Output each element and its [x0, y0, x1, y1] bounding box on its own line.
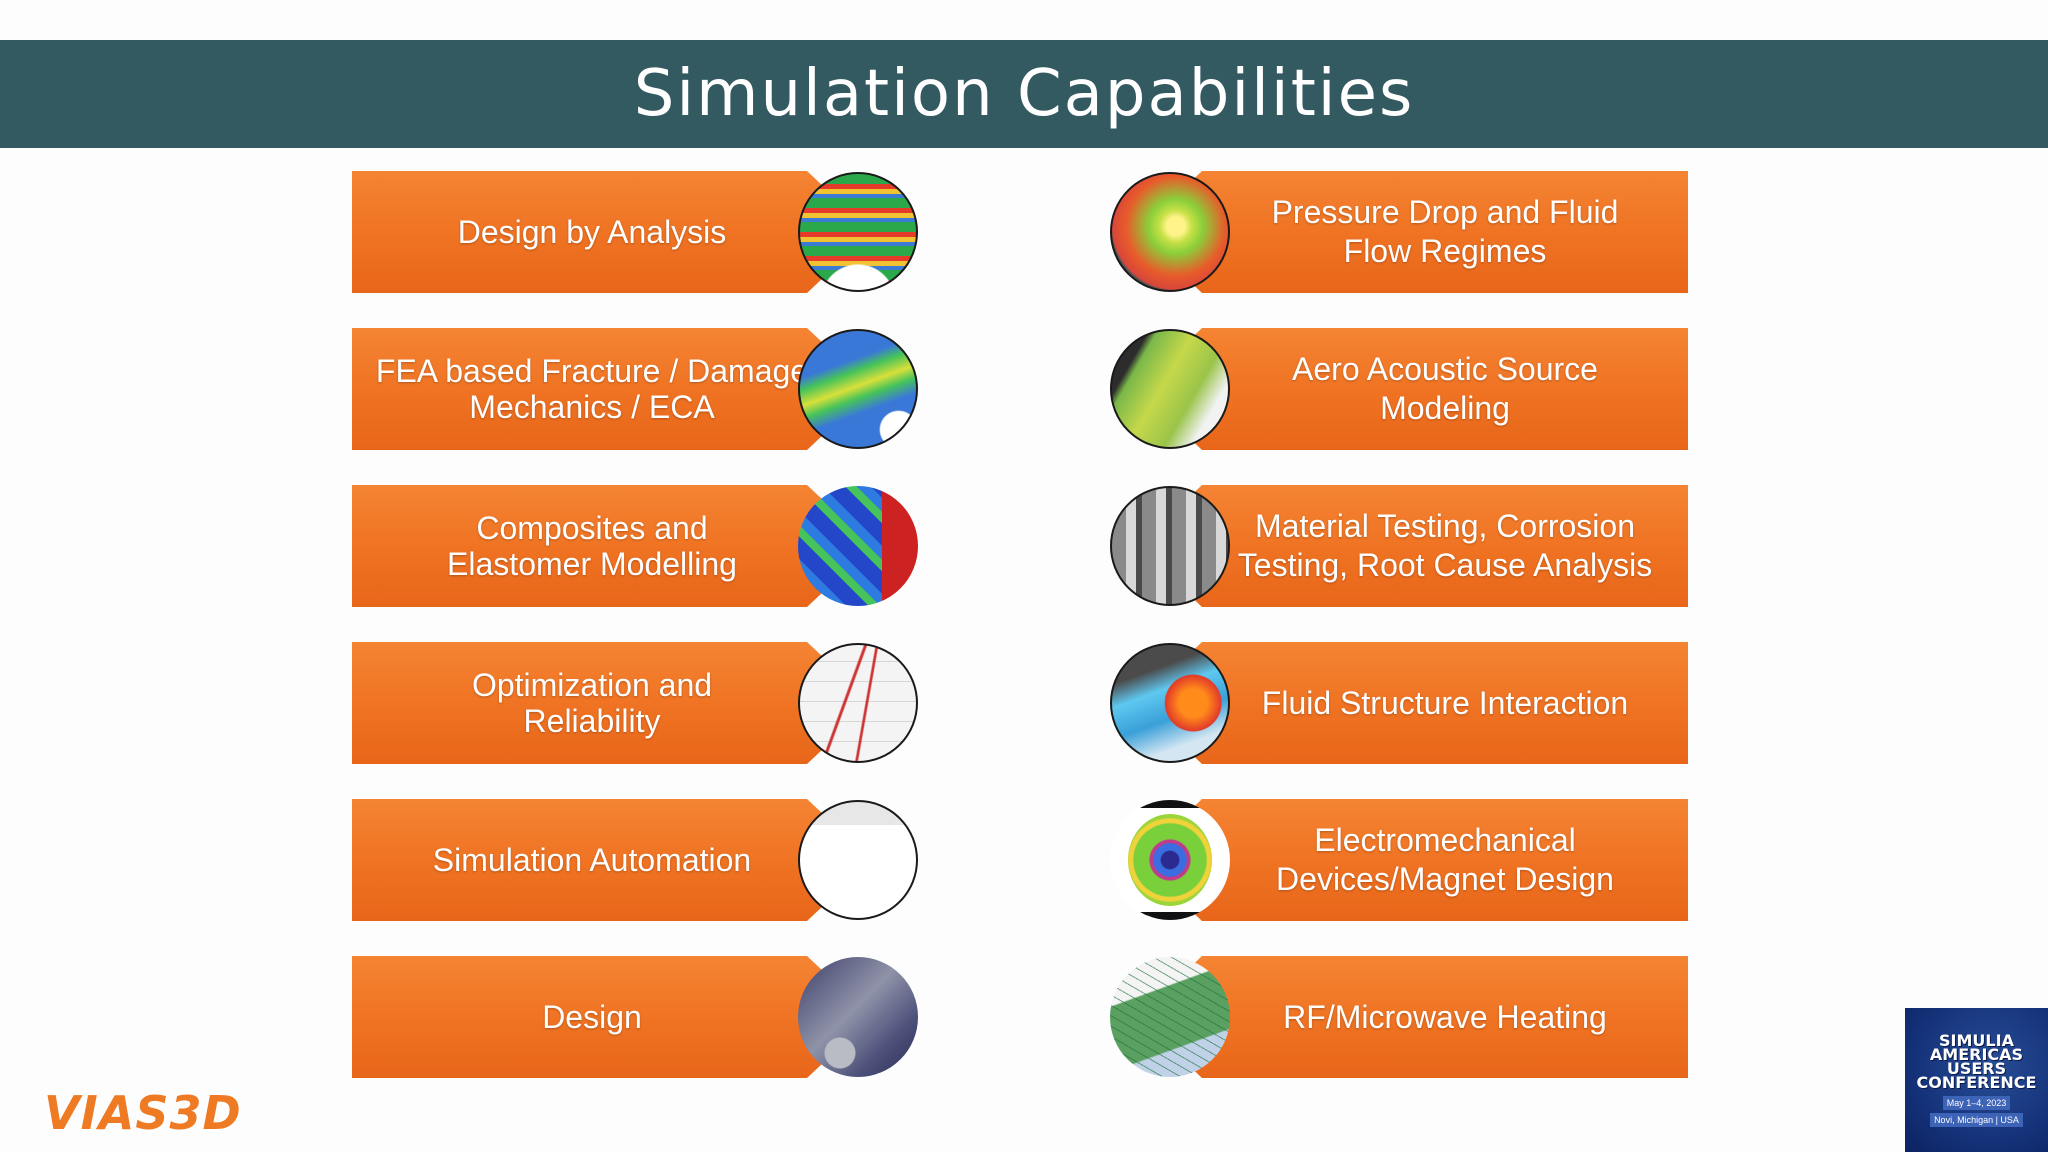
cfd-impeller-image — [1110, 172, 1230, 292]
title-bar: Simulation Capabilities — [0, 40, 2048, 148]
capability-card-automation: Simulation Automation — [352, 799, 930, 921]
capability-label: Electromechanical Devices/Magnet Design — [1276, 822, 1614, 897]
capability-label: Optimization and Reliability — [471, 667, 713, 739]
automation-gui-image — [798, 800, 918, 920]
microwave-board-image — [1110, 957, 1230, 1077]
capability-card-aero-acoustic: Aero Acoustic Source Modeling — [1110, 328, 1688, 450]
capability-label: Fluid Structure Interaction — [1261, 684, 1629, 721]
capability-card-design-by-analysis: Design by Analysis — [352, 171, 930, 293]
capability-label: Pressure Drop and Fluid Flow Regimes — [1271, 194, 1619, 269]
capability-card-pressure-drop: Pressure Drop and Fluid Flow Regimes — [1110, 171, 1688, 293]
motor-cross-section-image — [1110, 800, 1230, 920]
reliability-plot-image — [798, 643, 918, 763]
badge-line: USERS — [1946, 1058, 2007, 1078]
slide-title: Simulation Capabilities — [633, 57, 1415, 131]
capability-label: RF/Microwave Heating — [1283, 998, 1607, 1035]
fsi-simulation-image — [1110, 643, 1230, 763]
capability-card-fsi: Fluid Structure Interaction — [1110, 642, 1688, 764]
capability-label: Composites and Elastomer Modelling — [447, 510, 737, 582]
vias3d-logo: VIAS3D — [44, 1086, 242, 1140]
capability-label: Simulation Automation — [432, 842, 752, 878]
capability-label: Material Testing, Corrosion Testing, Roo… — [1237, 508, 1653, 583]
capability-card-fracture: FEA based Fracture / Damage Mechanics / … — [352, 328, 930, 450]
capability-card-rf-heating: RF/Microwave Heating — [1110, 956, 1688, 1078]
badge-line: SIMULIA — [1939, 1030, 2014, 1050]
conference-badge: SIMULIA AMERICAS USERS CONFERENCE May 1–… — [1905, 1008, 2048, 1152]
capability-label: Design by Analysis — [457, 214, 727, 250]
lab-equipment-image — [1110, 486, 1230, 606]
capability-label: Aero Acoustic Source Modeling — [1292, 351, 1598, 426]
capability-card-electromechanical: Electromechanical Devices/Magnet Design — [1110, 799, 1688, 921]
acoustic-surface-image — [1110, 329, 1230, 449]
cad-part-image — [798, 957, 918, 1077]
capability-card-material-testing: Material Testing, Corrosion Testing, Roo… — [1110, 485, 1688, 607]
badge-location: Novi, Michigan | USA — [1930, 1112, 2023, 1127]
capability-label: FEA based Fracture / Damage Mechanics / … — [375, 353, 809, 425]
pressure-vessel-fea-image — [798, 172, 918, 292]
badge-line: CONFERENCE — [1916, 1072, 2037, 1092]
capability-card-optimization: Optimization and Reliability — [352, 642, 930, 764]
badge-dates: May 1–4, 2023 — [1942, 1095, 2011, 1110]
capability-card-composites: Composites and Elastomer Modelling — [352, 485, 930, 607]
capability-label: Design — [542, 999, 642, 1035]
capability-card-design: Design — [352, 956, 930, 1078]
composite-model-image — [798, 486, 918, 606]
badge-line: AMERICAS — [1929, 1044, 2024, 1064]
fracture-mesh-image — [798, 329, 918, 449]
